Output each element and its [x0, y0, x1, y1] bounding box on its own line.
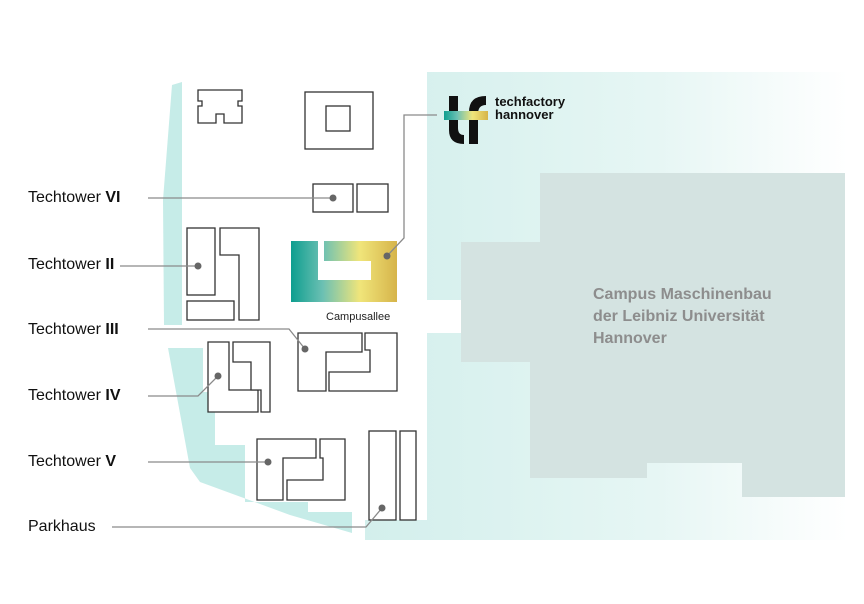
leader-techtower-iv [148, 375, 219, 397]
logo-line: techfactory [495, 94, 566, 109]
label-techtower-iii: Techtower III [28, 321, 119, 339]
building-techtower-ii-annex [219, 227, 260, 321]
campus-maschinenbau-area [461, 173, 845, 497]
building-north-west [197, 89, 243, 124]
label-prefix: Techtower [28, 453, 106, 470]
marker-techtower-ii [194, 262, 202, 270]
label-prefix: Techtower [28, 256, 106, 273]
building-parkhaus-annex [399, 430, 417, 521]
building-techtower-v-annex [286, 438, 346, 501]
label-numeral: IV [105, 387, 121, 404]
label-prefix: Techtower [28, 387, 106, 404]
label-techtower-vi: Techtower VI [28, 189, 121, 207]
green-strip-north [163, 82, 182, 325]
campus-line: Campus Maschinenbau [593, 286, 772, 303]
campus-line: der Leibniz Universität [593, 308, 765, 325]
label-numeral: VI [105, 189, 121, 206]
campus-line: Hannover [593, 330, 667, 347]
marker-techtower-v [264, 458, 272, 466]
street-label: Campusallee [326, 311, 391, 323]
label-techtower-v: Techtower V [28, 453, 116, 471]
label-prefix: Techtower [28, 321, 106, 338]
campus-label: Campus Maschinenbau der Leibniz Universi… [593, 284, 772, 350]
label-numeral: II [105, 256, 115, 273]
techfactory-logo-text: techfactory hannover [495, 95, 565, 121]
label-prefix: Techtower [28, 189, 106, 206]
building-techfactory [291, 241, 397, 302]
marker-techtower-iv [214, 372, 222, 380]
leader-techfactory [386, 114, 437, 257]
label-techtower-iv: Techtower IV [28, 387, 121, 405]
marker-techtower-iii [301, 345, 309, 353]
label-numeral: V [105, 453, 117, 470]
label-parkhaus: Parkhaus [28, 518, 96, 536]
building-techtower-v [256, 438, 317, 501]
label-prefix: Parkhaus [28, 518, 96, 535]
leader-techtower-iii [148, 328, 306, 350]
building-square-inner [325, 105, 351, 132]
building-techtower-iv-annex [232, 341, 271, 413]
building-techtower-ii [186, 227, 216, 296]
building-techtower-iii-annex [328, 332, 398, 392]
techfactory-logo-icon [444, 96, 488, 144]
building-techtower-iii [297, 332, 363, 392]
marker-techtower-vi [329, 194, 337, 202]
leader-parkhaus [112, 507, 383, 528]
marker-techfactory [383, 252, 391, 260]
label-numeral: III [105, 321, 119, 338]
building-techtower-ii-south [186, 300, 235, 321]
marker-parkhaus [378, 504, 386, 512]
building-techtower-vi-annex [356, 183, 389, 213]
logo-line: hannover [495, 107, 554, 122]
label-techtower-ii: Techtower II [28, 256, 114, 274]
